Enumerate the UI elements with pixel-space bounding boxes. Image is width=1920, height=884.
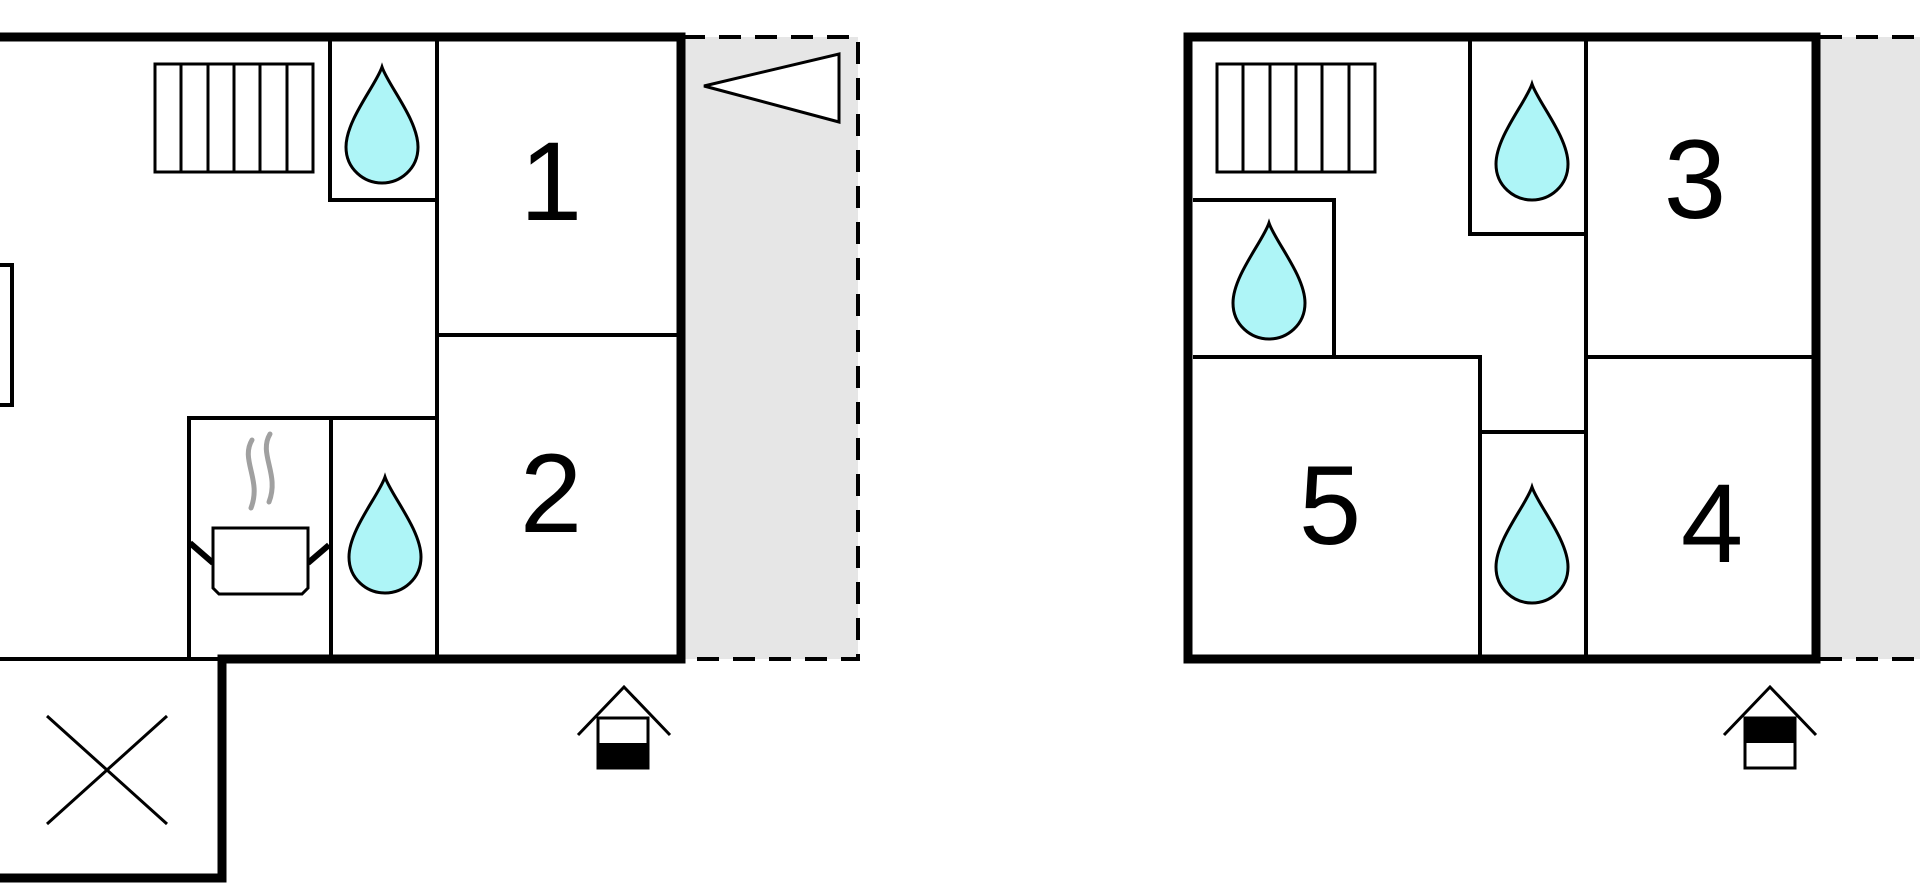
interior-walls [1193, 37, 1812, 659]
water-drop-icon [1494, 82, 1570, 202]
entrance-house-icon [576, 684, 672, 770]
cooking-pot-icon [188, 431, 331, 596]
room-label-3: 3 [1664, 117, 1726, 242]
right-floor-plan: 3 4 5 [1183, 32, 1920, 770]
outer-wall [0, 32, 686, 883]
left-floor-plan: 1 2 [0, 32, 860, 883]
terrace-area [683, 37, 858, 659]
interior-walls [0, 37, 677, 661]
room-label-1: 1 [520, 119, 582, 244]
entrance-house-icon [1722, 684, 1818, 770]
terrace-dashed-border [683, 35, 860, 661]
water-drop-icon [344, 65, 420, 185]
water-drop-icon [1231, 221, 1307, 341]
water-drop-icon [1494, 485, 1570, 605]
terrace-area [1820, 37, 1920, 659]
water-drop-icon [347, 475, 423, 595]
stairs-icon [1215, 62, 1377, 174]
room-label-2: 2 [520, 431, 582, 556]
room-label-5: 5 [1299, 443, 1361, 568]
outer-wall [1183, 32, 1821, 664]
wind-direction-icon [703, 52, 841, 124]
room-label-4: 4 [1681, 461, 1743, 586]
stairs-icon [153, 62, 315, 174]
terrace-x-icon [45, 714, 169, 826]
